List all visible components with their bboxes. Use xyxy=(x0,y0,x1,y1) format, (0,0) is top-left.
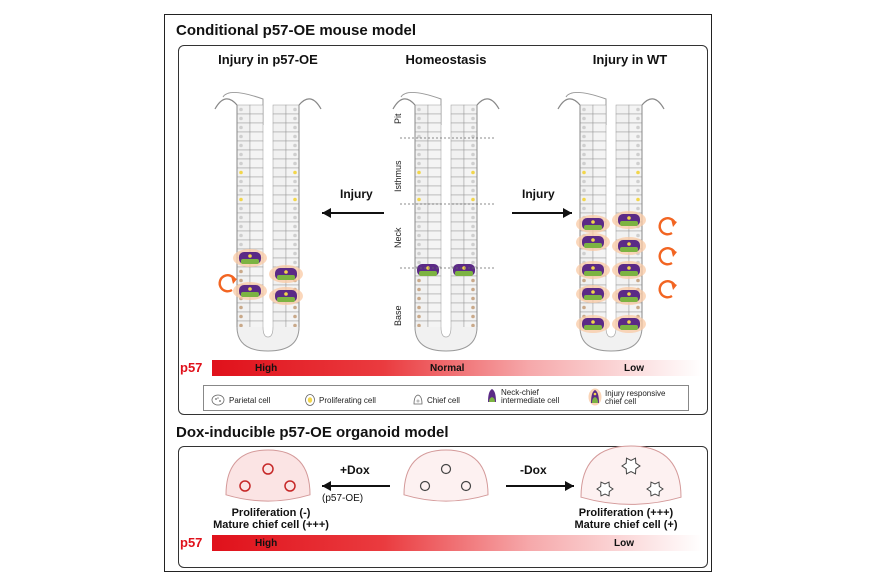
organoid-p57oe xyxy=(225,449,311,502)
gland-injury-p57oe xyxy=(214,92,322,352)
neck-chief-cell-base xyxy=(620,297,638,302)
organoid-lumen-expanded xyxy=(621,457,641,475)
neck-chief-cell-base xyxy=(584,271,602,276)
neck-chief-cell-base xyxy=(620,247,638,252)
legend-item-chief: Chief cell xyxy=(412,394,460,408)
top-bar-high: High xyxy=(255,363,278,374)
organoid-wt xyxy=(580,445,682,505)
bottom-section-title: Dox-inducible p57-OE organoid model xyxy=(176,424,449,441)
neck-chief-cell-base xyxy=(455,271,473,276)
dox-arrow-left xyxy=(322,481,390,491)
neck-chief-cell-icon xyxy=(486,388,498,406)
cycle-icon-left xyxy=(218,274,237,293)
neck-chief-cell-base xyxy=(241,259,259,264)
organoid-lumen-small xyxy=(239,480,251,492)
left-caption-mature: Mature chief cell (+++) xyxy=(213,519,329,531)
top-p57-label: p57 xyxy=(180,360,203,375)
left-caption-proliferation: Proliferation (-) xyxy=(231,507,311,519)
organoid-baseline xyxy=(403,449,489,502)
minus-dox-label: -Dox xyxy=(520,463,547,477)
legend-label-parietal: Parietal cell xyxy=(229,396,271,405)
organoid-lumen-expanded xyxy=(596,481,614,497)
neck-chief-cell-base xyxy=(584,325,602,330)
neck-chief-cell-base xyxy=(620,325,638,330)
top-section-title: Conditional p57-OE mouse model xyxy=(176,22,417,39)
organoid-lumen-small xyxy=(262,463,274,475)
cell-type-legend: Parietal cell Proliferating cell Chief c… xyxy=(203,385,689,411)
neck-chief-cell-base xyxy=(241,292,259,297)
gland-injury-wt xyxy=(557,92,665,352)
organoid-lumen-small xyxy=(284,480,296,492)
injury-arrow-left xyxy=(322,208,384,218)
top-bar-normal: Normal xyxy=(430,363,465,374)
legend-label-chief: Chief cell xyxy=(427,396,460,405)
organoid-lumen-expanded xyxy=(646,481,664,497)
right-caption-mature: Mature chief cell (+) xyxy=(574,519,678,531)
cycle-icon-right-3 xyxy=(658,280,677,299)
neck-chief-cell-base xyxy=(419,271,437,276)
neck-chief-cell-base xyxy=(277,297,295,302)
right-caption-proliferation: Proliferation (+++) xyxy=(578,507,674,519)
cycle-icon-right-2 xyxy=(658,247,677,266)
bottom-p57-gradient-bar xyxy=(212,535,702,551)
chief-cell-icon xyxy=(412,394,424,408)
left-injury-label: Injury xyxy=(340,187,373,201)
cycle-icon-right-1 xyxy=(658,217,677,236)
right-injury-label: Injury xyxy=(522,187,555,201)
plus-dox-label: +Dox xyxy=(340,463,370,477)
bottom-p57-label: p57 xyxy=(180,535,203,550)
bottom-bar-high: High xyxy=(255,538,278,549)
center-column-title: Homeostasis xyxy=(405,52,487,67)
legend-item-injury-responsive: Injury responsive chief cell xyxy=(588,388,665,408)
p57-oe-sublabel: (p57-OE) xyxy=(322,493,364,504)
legend-label-proliferating: Proliferating cell xyxy=(319,396,376,405)
right-column-title: Injury in WT xyxy=(592,52,668,67)
neck-chief-cell-base xyxy=(584,295,602,300)
neck-chief-cell-base xyxy=(620,221,638,226)
legend-item-parietal: Parietal cell xyxy=(210,394,270,408)
neck-chief-cell-base xyxy=(277,275,295,280)
top-bar-low: Low xyxy=(624,363,644,374)
organoid-lumen xyxy=(440,463,452,475)
neck-chief-cell-base xyxy=(620,271,638,276)
bottom-bar-low: Low xyxy=(614,538,634,549)
gland-homeostasis xyxy=(392,92,500,352)
injury-arrow-right xyxy=(512,208,572,218)
left-column-title: Injury in p57-OE xyxy=(218,52,318,67)
organoid-lumen xyxy=(419,480,431,492)
dox-arrow-right xyxy=(506,481,574,491)
organoid-lumen xyxy=(460,480,472,492)
legend-label-injury-responsive: Injury responsive chief cell xyxy=(605,389,666,406)
legend-label-neck-chief: Neck-chief intermediate cell xyxy=(501,388,560,405)
top-p57-gradient-bar xyxy=(212,360,702,376)
proliferating-cell-icon xyxy=(304,394,316,408)
neck-chief-cell-base xyxy=(584,225,602,230)
legend-item-proliferating: Proliferating cell xyxy=(304,394,376,408)
legend-item-neck-chief: Neck-chief intermediate cell xyxy=(486,388,559,406)
neck-chief-cell-base xyxy=(584,243,602,248)
parietal-cell-icon xyxy=(210,394,226,408)
injury-responsive-cell-icon xyxy=(588,388,602,408)
